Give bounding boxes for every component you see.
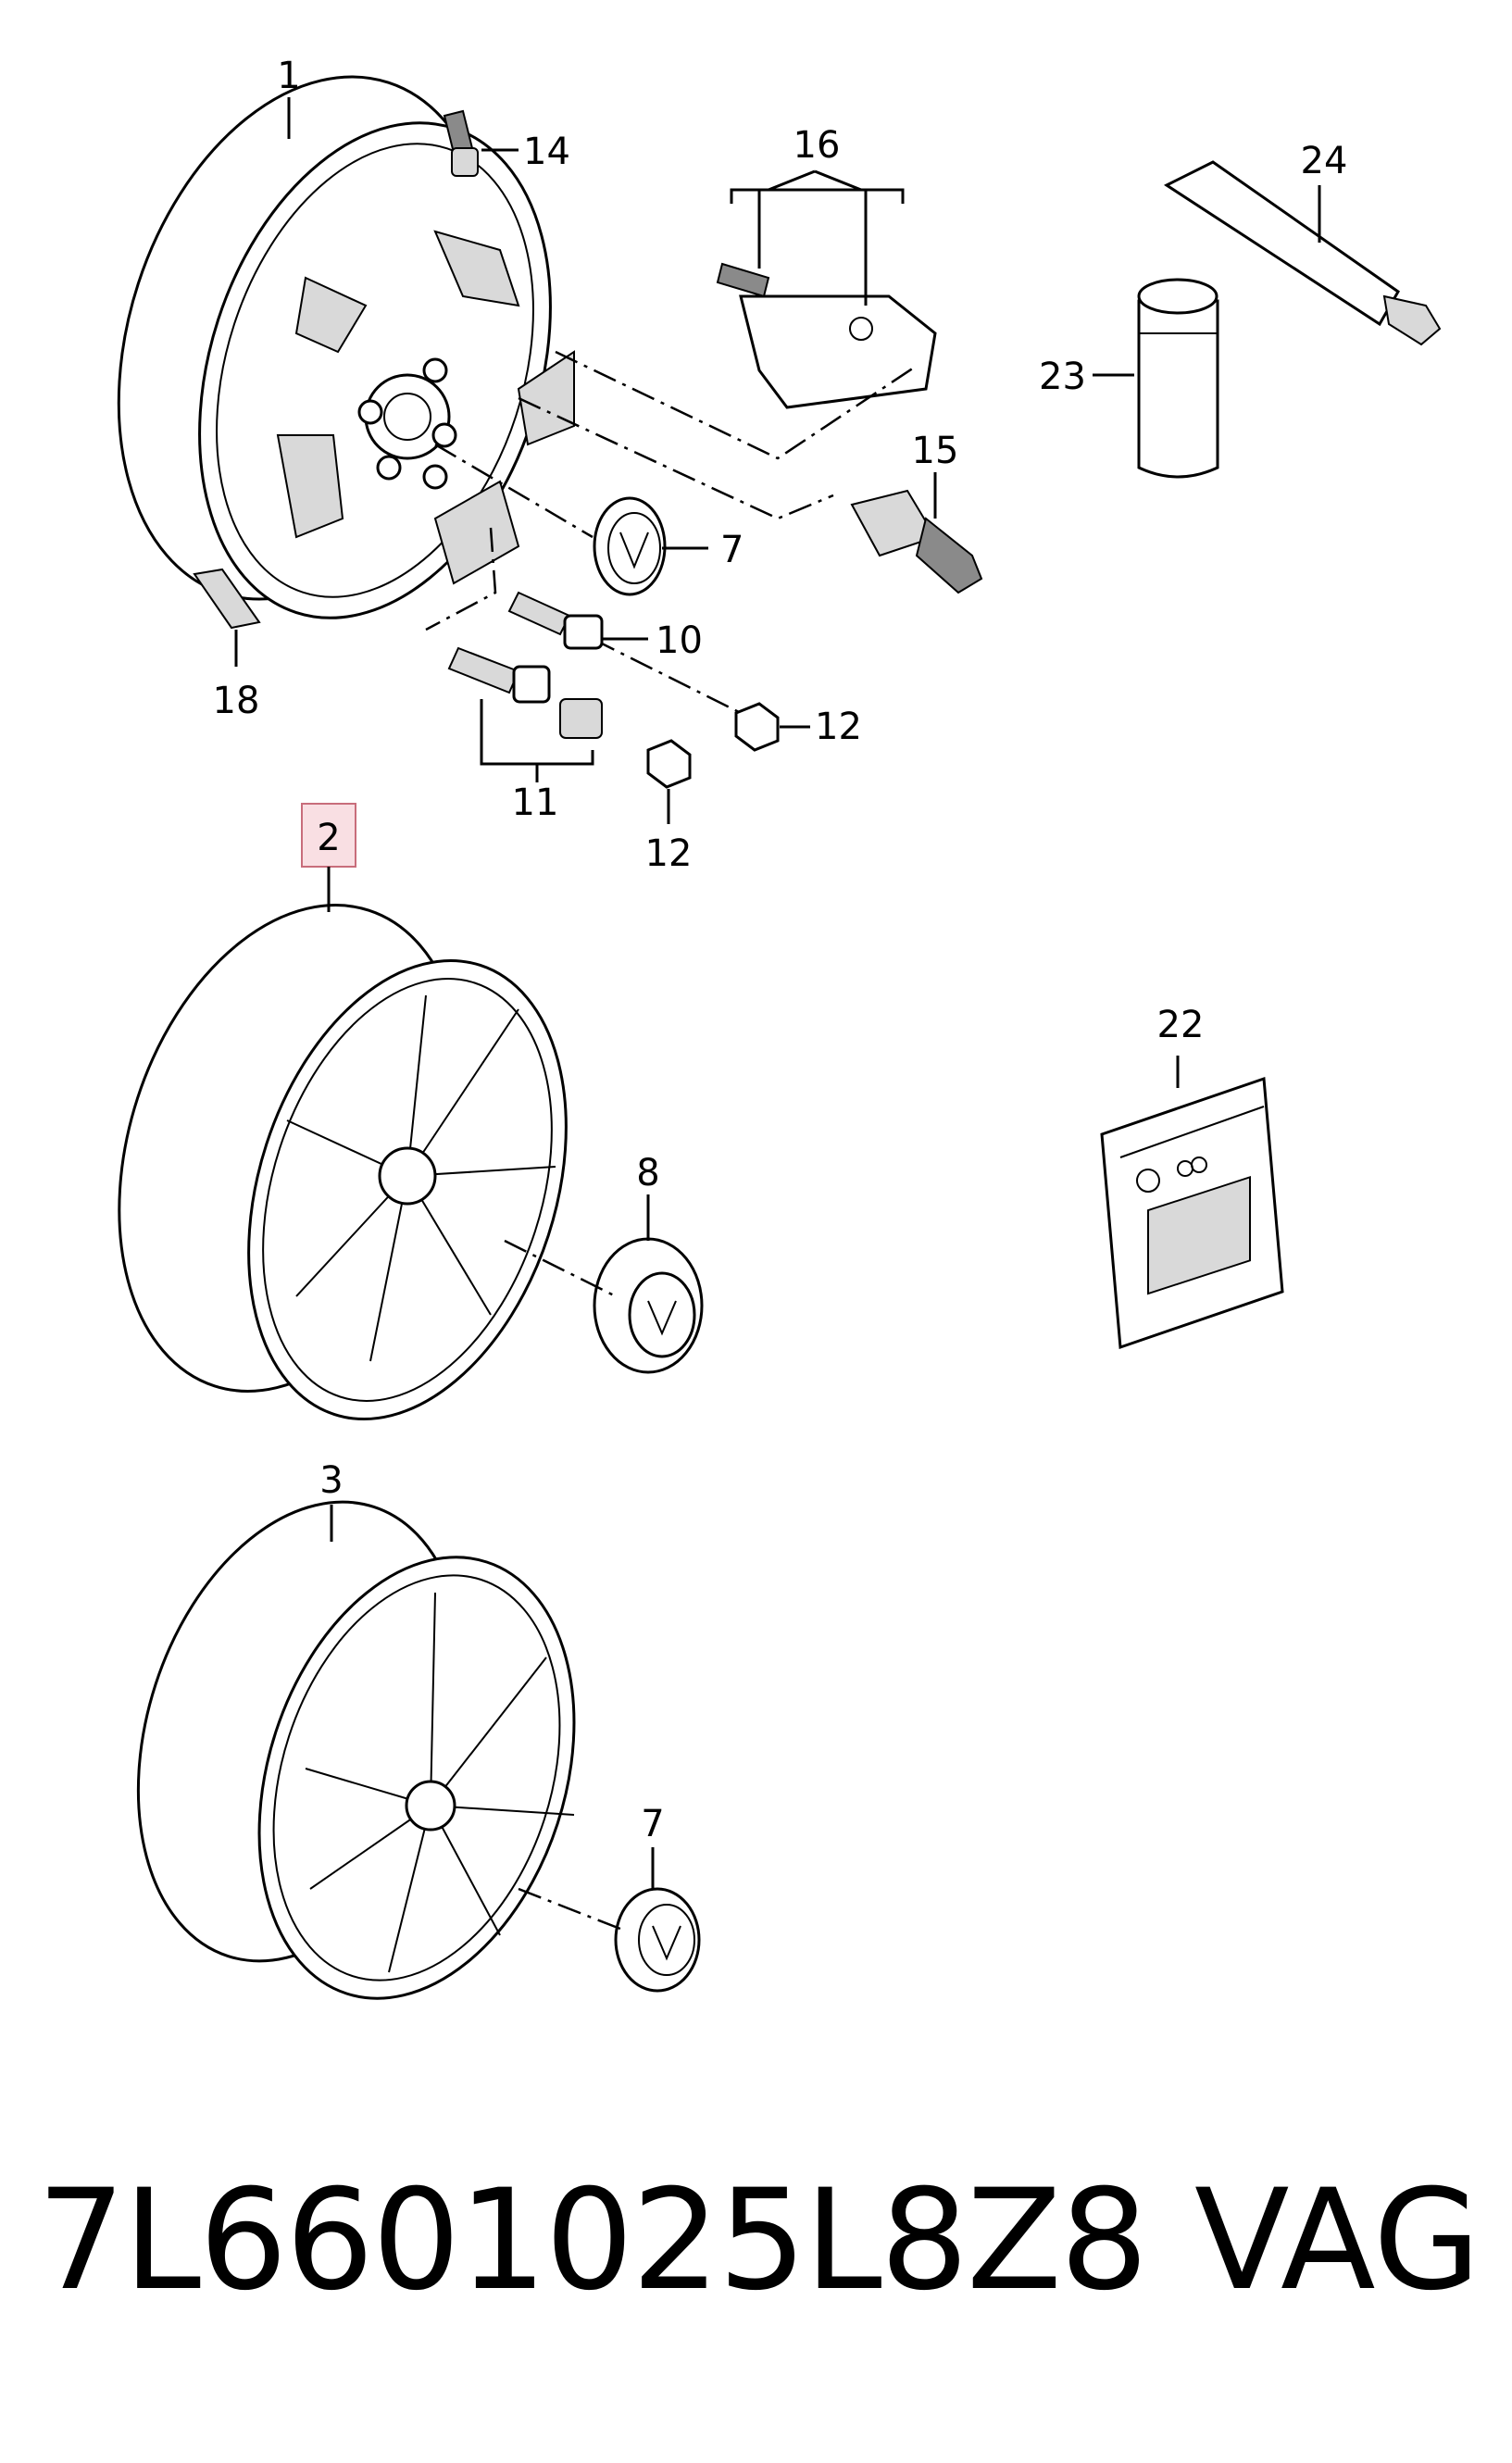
brand-name: VAG: [1194, 2160, 1481, 2321]
bolt-kit-22-drawing: [1100, 1076, 1284, 1350]
callout-2-highlight: [301, 803, 356, 868]
assembly-line-7: [434, 443, 594, 539]
assembly-line-12: [592, 637, 742, 715]
callout-18: 18: [213, 680, 260, 722]
bolt-10-drawing: [507, 591, 604, 650]
callout-8: 8: [636, 1152, 659, 1194]
lock-bolt-11-drawing: [447, 646, 603, 739]
callout-2: 2: [317, 817, 340, 859]
wheel-3-drawing: [136, 1500, 576, 2000]
callout-12-bottom: 12: [645, 832, 693, 875]
assembly-line-15: [518, 396, 834, 520]
callout-1: 1: [277, 55, 300, 97]
wheel-1-drawing: [117, 75, 575, 619]
callout-7-bottom: 7: [641, 1803, 664, 1845]
assembly-line-10-11: [425, 527, 497, 631]
callout-3: 3: [319, 1459, 343, 1502]
callout-23: 23: [1039, 356, 1086, 398]
callout-16: 16: [793, 124, 841, 167]
callout-22: 22: [1157, 1004, 1205, 1046]
part-number: 7L6601025L8Z8: [37, 2160, 1148, 2321]
assembly-line-7-bottom: [518, 1887, 626, 1932]
valve-14-drawing: [443, 109, 479, 177]
nut-12-bottom-drawing: [646, 739, 692, 789]
assembly-line-16: [555, 350, 918, 460]
center-cap-7-drawing: [593, 496, 667, 596]
callout-14: 14: [523, 131, 570, 173]
callout-12-right: 12: [815, 706, 862, 748]
callout-10: 10: [656, 619, 703, 662]
callout-7-top: 7: [720, 529, 744, 571]
bracket-16: [730, 188, 905, 204]
balance-weight-18: [193, 568, 261, 630]
wheel-2-drawing: [118, 904, 568, 1421]
callout-11: 11: [512, 781, 559, 824]
center-cap-8-drawing: [593, 1237, 704, 1374]
center-cap-7-bottom-drawing: [614, 1887, 701, 1993]
spray-can-23-drawing: [1137, 278, 1219, 479]
nut-12-right-drawing: [734, 702, 780, 752]
assembly-line-8: [504, 1239, 617, 1298]
callout-15: 15: [912, 430, 959, 472]
tpms-sensor-16-drawing: [716, 262, 937, 409]
valve-15-drawing: [850, 489, 983, 594]
callout-24: 24: [1301, 140, 1348, 182]
grease-tube-24-drawing: [1163, 160, 1442, 346]
